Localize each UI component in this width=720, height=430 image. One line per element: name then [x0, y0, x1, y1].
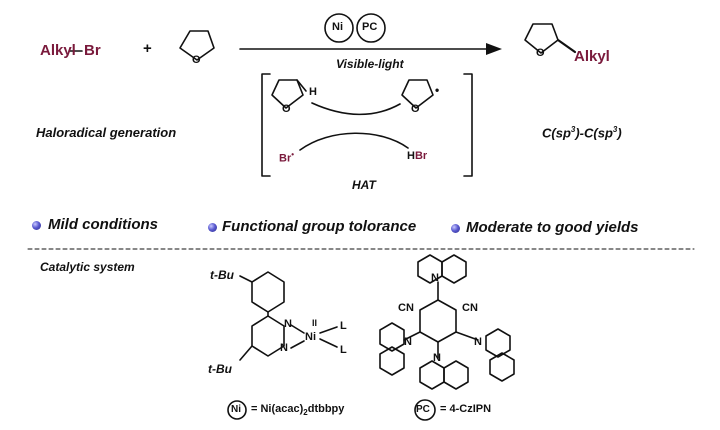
bipy-n-top: N: [284, 318, 292, 330]
ni-oxidation-state: II: [312, 318, 318, 328]
ni-n-bond-top: [290, 324, 305, 334]
ni-catalyst-circle: [324, 13, 354, 43]
tbu-top-bond: [239, 275, 253, 283]
tbu-bottom-bond: [239, 345, 253, 361]
reactant-br-label: Br: [84, 42, 101, 59]
cz-right-ring-b: [489, 352, 515, 382]
product-alkyl-label: Alkyl: [574, 48, 610, 65]
tbu-top-label: t-Bu: [210, 268, 234, 282]
pc-catalyst-label: PC: [362, 21, 378, 33]
hbr-label: HBr: [407, 150, 428, 162]
cz-left-ring-b: [379, 346, 405, 376]
hat-bracket-left: [261, 73, 271, 177]
cz-left-n: N: [404, 336, 412, 348]
tbu-bottom-label: t-Bu: [208, 362, 232, 376]
hat-c-h-bond: [296, 79, 307, 92]
hat-thf-oxygen: O: [282, 103, 291, 115]
cz-top-n: N: [431, 272, 439, 284]
bullet-dot-1: [32, 221, 41, 230]
ligand-l-bottom: L: [340, 344, 347, 356]
cz-left-ring-a: [379, 322, 405, 352]
bullet-mild-conditions: Mild conditions: [48, 216, 158, 233]
legend-ni-circle: [227, 400, 247, 420]
cz-bottom-ring-left: [419, 360, 445, 390]
pc-catalyst-circle: [356, 13, 386, 43]
bullet-dot-3: [451, 224, 460, 233]
cz-bottom-n: N: [433, 352, 441, 364]
legend-pc-symbol: PC: [416, 404, 430, 415]
legend-pc-circle: [414, 399, 436, 421]
legend-ni-text: = Ni(acac)2dtbbpy: [251, 403, 345, 418]
product-oxygen-label: O: [536, 47, 545, 59]
hat-h-label: H: [309, 86, 317, 98]
reactant-alkyl-label: Alkyl: [40, 42, 76, 59]
ni-l-bond-bottom: [319, 338, 338, 348]
condition-label: Visible-light: [336, 57, 404, 71]
ligand-l-top: L: [340, 320, 347, 332]
cz-left-bond: [403, 331, 421, 341]
cn-left-label: CN: [398, 302, 414, 314]
plus-sign: +: [143, 40, 152, 57]
hat-arrow-top: [311, 102, 401, 116]
hat-process-label: HAT: [352, 178, 376, 192]
bipy-n-bottom: N: [280, 342, 288, 354]
czipn-benzene: [419, 299, 457, 343]
bipy-ring-top: [251, 271, 285, 313]
bullet-dot-2: [208, 223, 217, 232]
cz-top-ring-right: [441, 254, 467, 284]
thf-radical-dot: •: [435, 83, 440, 97]
hat-bracket-right: [463, 73, 473, 177]
haloradical-label: Haloradical generation: [36, 125, 177, 140]
bullet-functional-group: Functional group tolorance: [222, 218, 417, 235]
cz-right-ring-a: [485, 328, 511, 358]
cz-bottom-ring-right: [443, 360, 469, 390]
ni-center-label: Ni: [305, 331, 316, 343]
cz-right-bond: [455, 331, 479, 341]
cz-right-n: N: [474, 336, 482, 348]
cn-right-label: CN: [462, 302, 478, 314]
product-thf-ring: [524, 23, 559, 54]
thf-oxygen-label: O: [192, 54, 201, 66]
hat-radical-oxygen: O: [411, 103, 420, 115]
bullet-yields: Moderate to good yields: [466, 219, 639, 236]
hat-thf-radical-ring: [401, 79, 434, 109]
hat-arrow-bottom: [299, 132, 409, 151]
ni-catalyst-label: Ni: [332, 21, 343, 33]
reaction-arrowhead: [486, 43, 502, 55]
product-wedge-bond: [556, 38, 577, 54]
hat-thf-ring: [271, 79, 304, 109]
legend-pc-text: = 4-CzIPN: [440, 403, 492, 415]
bond-type-label: C(sp3)-C(sp3): [542, 125, 622, 141]
ni-l-bond-top: [319, 326, 338, 334]
legend-ni-symbol: Ni: [231, 404, 241, 415]
catalytic-system-title: Catalytic system: [40, 260, 135, 274]
thf-ring: [179, 30, 215, 61]
ni-n-bond-bottom: [290, 340, 305, 349]
br-radical-label: Br•: [279, 150, 295, 165]
